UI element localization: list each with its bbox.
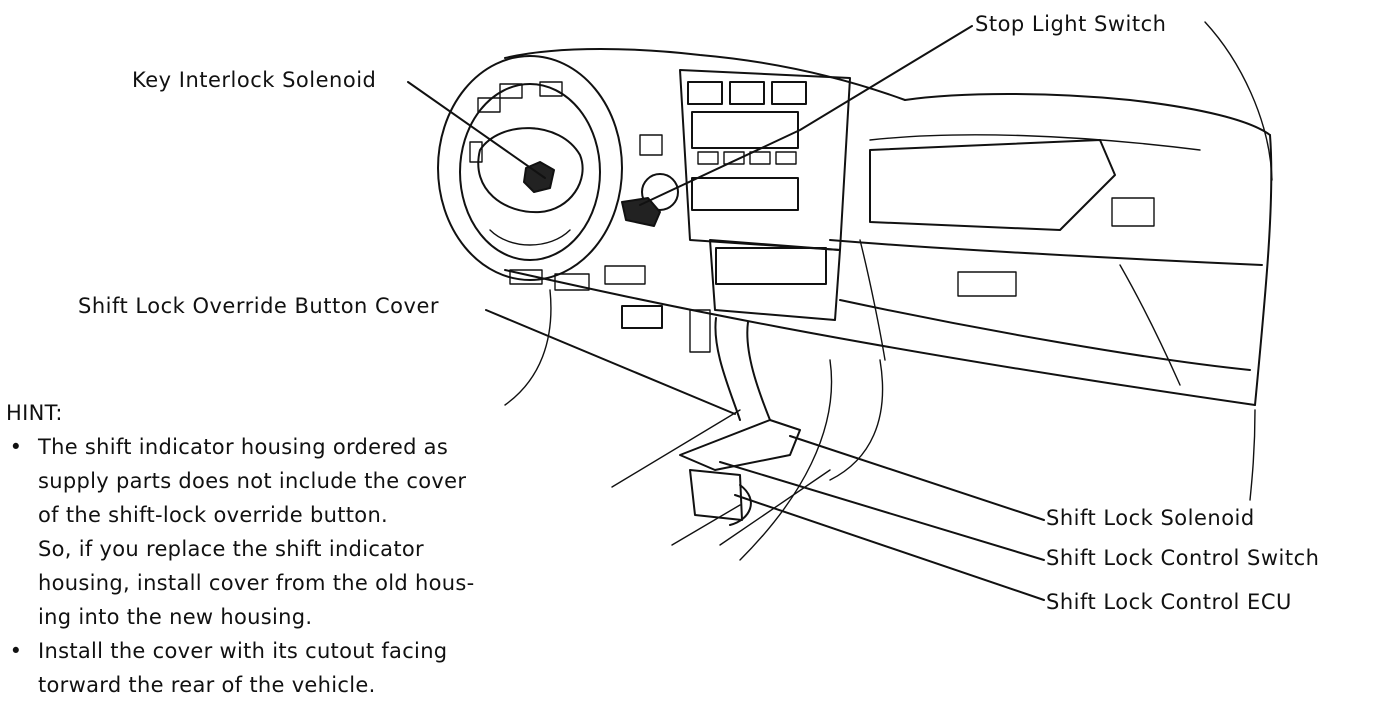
vent-3: [771, 81, 807, 105]
vent-1: [687, 81, 723, 105]
label-stop-light-switch: Stop Light Switch: [975, 12, 1167, 36]
lower-panel-2: [554, 273, 590, 291]
dash-glove-line: [839, 299, 1251, 371]
leader-key-interlock: [407, 81, 546, 179]
lower-panel-4: [621, 305, 663, 329]
leader-shift-lock-solenoid: [789, 435, 1045, 521]
lower-console-panel: [715, 247, 827, 285]
dash-right-end: [1254, 134, 1273, 406]
dash-lower-edge: [504, 269, 1256, 406]
hint-item-1: • The shift indicator housing ordered as…: [6, 430, 536, 634]
passenger-airbag: [869, 139, 1116, 231]
dash-right-panel: [904, 93, 1271, 136]
glove-handle: [957, 271, 1017, 297]
leader-stop-light-switch: [639, 25, 973, 206]
bullet-icon: •: [9, 435, 23, 459]
wheel-button-4: [469, 141, 483, 163]
hint-2-line-2: torward the rear of the vehicle.: [38, 673, 376, 697]
dash-mid-line: [829, 239, 1263, 266]
lower-panel-5: [689, 309, 711, 353]
hint-title: HINT:: [6, 401, 63, 425]
leader-control-switch: [719, 461, 1045, 561]
ac-button-1: [697, 151, 719, 165]
label-shift-lock-control-switch: Shift Lock Control Switch: [1046, 546, 1320, 570]
ac-button-2: [723, 151, 745, 165]
stop-light-switch-part: [621, 197, 661, 227]
shift-floor-line-3: [719, 469, 831, 546]
label-shift-lock-control-ecu: Shift Lock Control ECU: [1046, 590, 1292, 614]
wheel-button-2: [499, 83, 523, 99]
shift-floor-line-1: [611, 409, 741, 488]
shift-floor-line-2: [671, 504, 741, 546]
hint-1-line-2: supply parts does not include the cover: [38, 469, 467, 493]
passenger-vent: [1111, 197, 1155, 227]
hint-1-line-3: of the shift-lock override button.: [38, 503, 389, 527]
ignition-ring: [641, 173, 679, 211]
column-box: [639, 134, 663, 156]
left-floor-curve: [504, 289, 552, 406]
glove-door-right: [1119, 264, 1181, 386]
hint-2-line-1: Install the cover with its cutout facing: [38, 639, 448, 663]
steering-wheel-inner: [459, 83, 601, 261]
hint-block: HINT: • The shift indicator housing orde…: [6, 396, 536, 702]
shift-wire: [729, 484, 752, 526]
console-right-curve: [829, 359, 884, 481]
shift-lever: [714, 317, 741, 421]
ac-button-4: [775, 151, 797, 165]
steering-wheel-outer: [437, 55, 623, 281]
wheel-lower-spoke: [489, 229, 571, 246]
hint-list: • The shift indicator housing ordered as…: [6, 430, 536, 702]
dash-inner-line: [869, 134, 1201, 151]
leader-right-lower: [1249, 409, 1256, 501]
leader-control-ecu: [734, 494, 1045, 601]
label-shift-lock-solenoid: Shift Lock Solenoid: [1046, 506, 1255, 530]
label-key-interlock-solenoid: Key Interlock Solenoid: [132, 68, 377, 92]
steering-hub: [477, 127, 584, 214]
leader-override-cover: [485, 309, 736, 415]
bullet-icon: •: [9, 639, 23, 663]
wheel-button-3: [539, 81, 563, 97]
hint-1-line-4: So, if you replace the shift indicator: [38, 537, 424, 561]
radio-panel: [691, 111, 799, 149]
wheel-button-1: [477, 97, 501, 113]
label-shift-lock-override-button-cover: Shift Lock Override Button Cover: [78, 294, 440, 318]
console-body: [709, 239, 841, 321]
shift-lever-2: [746, 321, 771, 421]
console-side-curve: [739, 359, 833, 561]
leader-right-end: [1204, 21, 1273, 181]
ac-button-3: [749, 151, 771, 165]
lower-panel-1: [509, 269, 543, 285]
climate-panel: [691, 177, 799, 211]
dash-top-edge: [504, 48, 906, 101]
hint-1-line-1: The shift indicator housing ordered as: [38, 435, 449, 459]
hint-1-line-5: housing, install cover from the old hous…: [38, 571, 475, 595]
glove-door-left: [859, 239, 886, 361]
vent-2: [729, 81, 765, 105]
hint-1-line-6: ing into the new housing.: [38, 605, 313, 629]
lower-panel-3: [604, 265, 646, 285]
shift-housing: [679, 419, 801, 471]
